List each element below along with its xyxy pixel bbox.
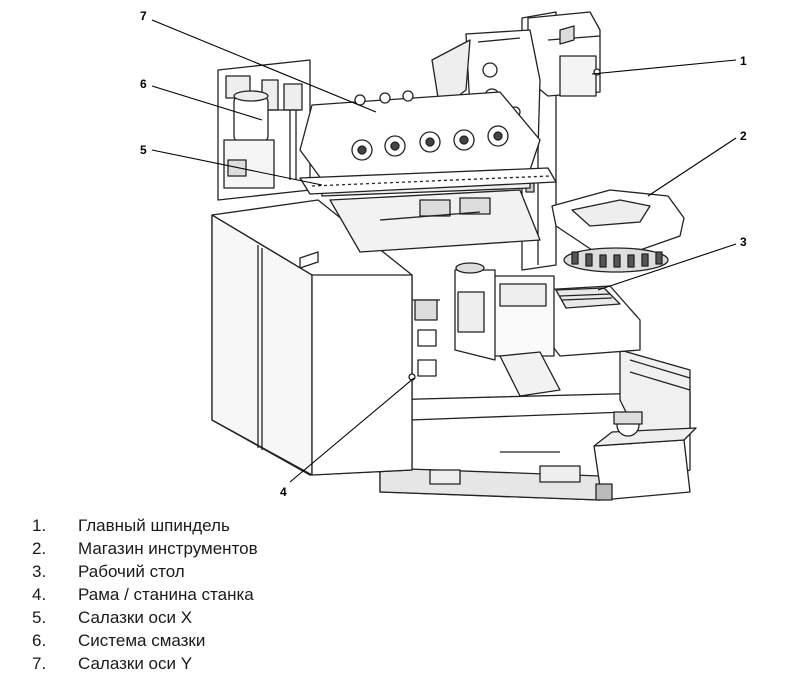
legend-number: 4. <box>32 585 47 604</box>
legend-item-1: 1. Главный шпиндель <box>32 514 432 537</box>
leader-lines <box>151 19 737 483</box>
coolant-unit <box>593 411 697 501</box>
legend-label: Рабочий стол <box>78 562 185 581</box>
legend-label: Салазки оси Y <box>78 654 193 673</box>
legend-item-2: 2. Магазин инструментов <box>32 537 432 560</box>
legend-number: 3. <box>32 562 47 581</box>
legend-number: 2. <box>32 539 47 558</box>
callout-2: 2 <box>740 129 747 143</box>
legend-label: Главный шпиндель <box>78 516 230 535</box>
legend-label: Магазин инструментов <box>78 539 258 558</box>
legend-number: 7. <box>32 654 47 673</box>
callout-7: 7 <box>140 9 147 23</box>
legend-number: 5. <box>32 608 47 627</box>
enclosure-cabinet <box>211 199 440 476</box>
legend-item-4: 4. Рама / станина станка <box>32 583 432 606</box>
legend-number: 6. <box>32 631 47 650</box>
legend-label: Салазки оси X <box>78 608 193 627</box>
callout-1: 1 <box>740 54 747 68</box>
machine-diagram: 7 6 5 1 2 3 4 <box>140 9 747 501</box>
legend-item-5: 5. Салазки оси X <box>32 606 432 629</box>
callout-3: 3 <box>740 235 747 249</box>
x-axis-slide <box>299 167 557 253</box>
work-table <box>454 262 641 397</box>
machine-base <box>379 349 691 501</box>
legend-label: Система смазки <box>78 631 206 650</box>
legend-item-3: 3. Рабочий стол <box>32 560 432 583</box>
tool-magazine <box>551 189 685 273</box>
legend-number: 1. <box>32 516 47 535</box>
legend-item-6: 6. Система смазки <box>32 629 432 652</box>
legend-label: Рама / станина станка <box>78 585 254 604</box>
parts-legend: 1. Главный шпиндель 2. Магазин инструмен… <box>32 514 432 675</box>
callout-6: 6 <box>140 77 147 91</box>
callout-5: 5 <box>140 143 147 157</box>
callout-4: 4 <box>280 485 287 499</box>
legend-item-7: 7. Салазки оси Y <box>32 652 432 675</box>
main-spindle-motor <box>527 11 601 97</box>
